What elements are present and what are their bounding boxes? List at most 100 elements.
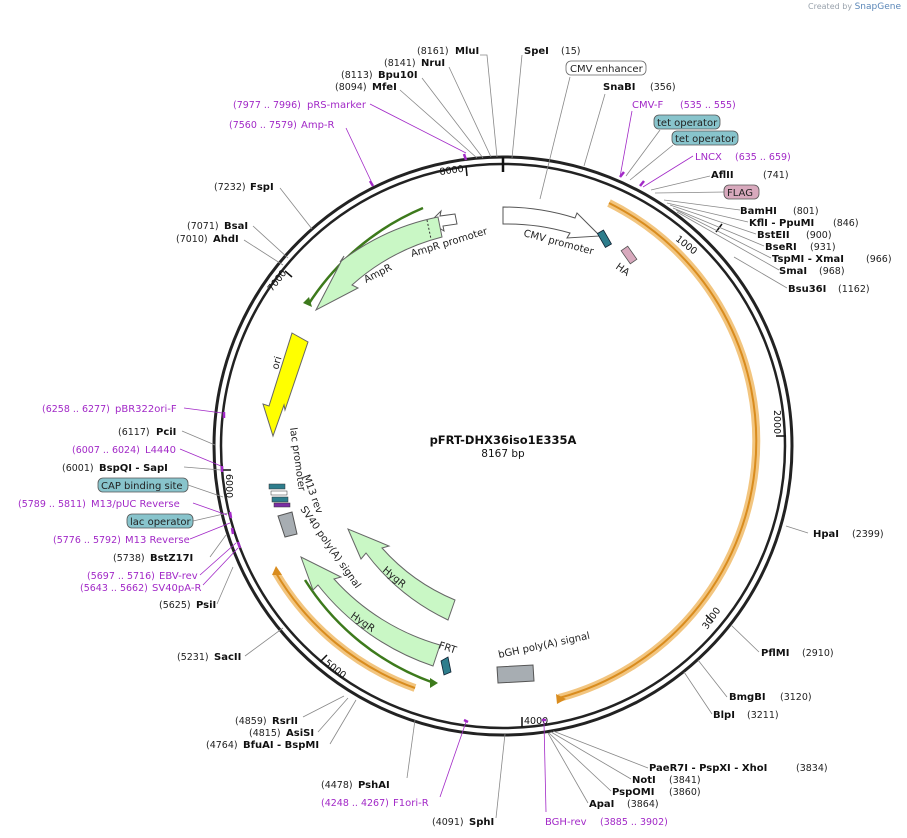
leader-bfuai	[329, 699, 357, 745]
leader-m13puc	[192, 502, 228, 516]
leader-cap	[187, 484, 224, 498]
primer-prs-name: pRS-marker	[307, 100, 367, 111]
lac-operator-marker	[271, 496, 289, 503]
leader-sphi	[495, 733, 506, 819]
primer-ampr-name: Amp-R	[301, 120, 335, 131]
leader-lines	[179, 54, 809, 819]
leader-bsu36i	[733, 256, 788, 289]
enzyme-smai-name: SmaI	[779, 266, 807, 277]
primer-m13puc-name: M13/pUC Reverse	[91, 499, 180, 510]
credit-prefix: Created by	[808, 2, 853, 11]
enzyme-pspomi-name: PspOMI	[612, 787, 654, 798]
cap-site-label: CAP binding site	[101, 481, 183, 492]
enzyme-aflii-name: AflII	[711, 170, 734, 181]
primer-lncx-range: (635 .. 659)	[735, 152, 791, 163]
leader-rsrii	[302, 695, 345, 718]
tick-label-8000: 8000	[439, 164, 464, 178]
enzyme-bsu36i-pos: (1162)	[838, 284, 870, 295]
ori-arrow	[262, 332, 309, 438]
leader-nrui	[448, 66, 492, 158]
leader-smai	[676, 211, 780, 271]
tet-operator-2-label: tet operator	[675, 134, 736, 145]
leader-cmvf	[619, 110, 633, 178]
leader-psii	[216, 566, 234, 605]
tick-mark-8000	[465, 165, 468, 177]
leader-ampr-primer	[345, 127, 372, 182]
m13-rev-marker	[273, 502, 291, 508]
enzyme-pspomi-pos: (3860)	[669, 787, 701, 798]
enzyme-snabi-name: SnaBI	[603, 82, 635, 93]
enzyme-pshai-pos: (4478)	[321, 780, 353, 791]
cmv-enhancer-box	[565, 60, 647, 76]
enzyme-rsrii-pos: (4859)	[235, 716, 267, 727]
leader-paer7i	[552, 730, 649, 769]
enzyme-asisi-pos: (4815)	[249, 728, 281, 739]
enzyme-bsteii-pos: (900)	[806, 230, 832, 241]
orf-arc-left-arrowhead	[272, 566, 282, 575]
enzyme-mlui-pos: (8161)	[417, 46, 449, 57]
enzyme-aflii-pos: (741)	[763, 170, 789, 181]
enzyme-apai-pos: (3864)	[627, 799, 659, 810]
enzyme-bfuai-pos: (4764)	[206, 740, 238, 751]
tick-mark-3000	[705, 614, 714, 623]
primer-l4440-range: (6007 .. 6024)	[72, 445, 140, 456]
tick-mark-5000	[319, 654, 328, 663]
enzyme-mlui-name: MluI	[455, 46, 479, 57]
leader-blpi	[683, 671, 713, 715]
primer-marks	[220, 153, 645, 724]
cap-site-marker	[268, 483, 286, 490]
primer-labels: (7977 .. 7996) pRS-marker (7560 .. 7579)…	[18, 100, 791, 828]
bgh-polya-marker	[496, 664, 535, 684]
leader-cmv-enhancer	[539, 76, 571, 200]
enzyme-hpai-name: HpaI	[813, 529, 839, 540]
leader-tspmi	[675, 209, 772, 259]
enzyme-bseri-name: BseRI	[765, 242, 797, 253]
enzyme-bpu10i-name: Bpu10I	[378, 70, 418, 81]
enzyme-bfuai-name: BfuAI - BspMI	[243, 740, 319, 751]
enzyme-paer7i-name: PaeR7I - PspXI - XhoI	[649, 763, 767, 774]
enzyme-sacii-name: SacII	[214, 652, 241, 663]
enzyme-mfei-pos: (8094)	[335, 82, 367, 93]
leader-f1ori	[439, 721, 467, 798]
leader-flag	[654, 191, 726, 194]
tet-operator-1-box	[653, 114, 721, 130]
enzyme-blpi-name: BlpI	[713, 710, 735, 721]
leader-bgh-primer	[543, 721, 547, 813]
primer-mark-lncx	[639, 180, 645, 187]
tick-label-6000: 6000	[223, 474, 234, 498]
leader-bsai	[252, 225, 289, 259]
enzyme-mfei-name: MfeI	[372, 82, 397, 93]
primer-bgh-range: (3885 .. 3902)	[600, 817, 668, 828]
leader-asisi	[317, 697, 349, 733]
frt-label: FRT	[437, 640, 458, 656]
primer-mark-prs	[462, 153, 468, 161]
enzyme-ahdi-pos: (7010)	[176, 234, 208, 245]
enzyme-psii-pos: (5625)	[159, 600, 191, 611]
enzyme-bspqi-name: BspQI - SapI	[99, 463, 168, 474]
leader-tet1	[625, 129, 661, 177]
enzyme-bsai-pos: (7071)	[187, 221, 219, 232]
enzyme-hpai-pos: (2399)	[852, 529, 884, 540]
lac-operator-label: lac operator	[130, 517, 191, 528]
leader-pfimi	[730, 624, 760, 653]
enzyme-pshai-name: PshAI	[358, 780, 390, 791]
enzyme-sphi-pos: (4091)	[432, 817, 464, 828]
enzyme-pfimi-pos: (2910)	[802, 648, 834, 659]
enzyme-bamhi-name: BamHI	[740, 206, 777, 217]
primer-f1ori-name: F1ori-R	[393, 798, 429, 809]
leader-mfei	[399, 89, 478, 159]
leader-fspi	[279, 187, 313, 230]
primer-mark-f1ori	[463, 718, 469, 724]
leader-pshai	[406, 719, 416, 779]
enzyme-snabi-pos: (356)	[650, 82, 676, 93]
ampr-orf-arc	[306, 206, 424, 306]
enzyme-fspi-name: FspI	[250, 182, 274, 193]
cmv-teal-marker	[596, 229, 613, 248]
lac-operator-box	[126, 513, 194, 529]
enzyme-labels: (8161) MluI SpeI (15) (8141) NruI (8113)…	[62, 46, 892, 828]
leader-aflii	[650, 175, 711, 191]
plasmid-name: pFRT-DHX36iso1E335A	[430, 433, 577, 447]
tick-label-2000: 2000	[771, 410, 782, 434]
primer-l4440-name: L4440	[145, 445, 176, 456]
